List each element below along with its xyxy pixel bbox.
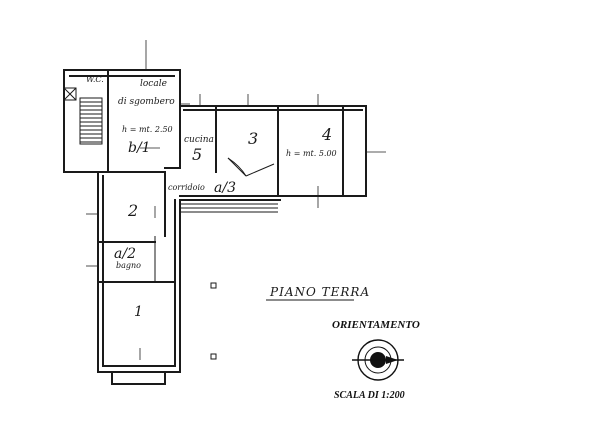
label-height-large: h = mt. 5.00 bbox=[286, 149, 337, 158]
corridor-railing bbox=[180, 203, 278, 213]
staircase bbox=[79, 97, 103, 145]
plan-title: PIANO TERRA bbox=[266, 285, 370, 301]
label-height-small: h = mt. 2.50 bbox=[122, 125, 173, 134]
room-labels: W.C. locale di sgombero h = mt. 2.50 b/1… bbox=[86, 75, 337, 320]
door-swing bbox=[227, 157, 275, 177]
label-locale-2: di sgombero bbox=[118, 97, 175, 107]
label-a2: a/2 bbox=[114, 246, 136, 262]
label-wc: W.C. bbox=[86, 75, 104, 84]
survey-marks bbox=[210, 282, 217, 360]
compass-icon bbox=[352, 339, 404, 381]
label-corridoio: corridoio bbox=[168, 183, 205, 192]
label-room-5: 5 bbox=[192, 145, 202, 164]
axis-ticks bbox=[86, 40, 386, 360]
label-room-1: 1 bbox=[134, 304, 143, 320]
walls bbox=[63, 69, 367, 385]
label-cucina: cucina bbox=[184, 135, 214, 145]
label-a3: a/3 bbox=[214, 180, 236, 196]
label-locale: locale bbox=[140, 79, 167, 89]
orientation-label: ORIENTAMENTO bbox=[332, 319, 420, 331]
label-room-4: 4 bbox=[321, 125, 332, 144]
scale-label: SCALA DI 1:200 bbox=[334, 390, 405, 401]
label-room-2: 2 bbox=[127, 201, 138, 220]
chimney-symbol bbox=[63, 87, 77, 101]
label-room-3: 3 bbox=[248, 129, 258, 148]
label-bagno: bagno bbox=[116, 261, 141, 270]
label-b1: b/1 bbox=[128, 140, 151, 156]
title-piano-terra: PIANO TERRA bbox=[269, 285, 370, 299]
